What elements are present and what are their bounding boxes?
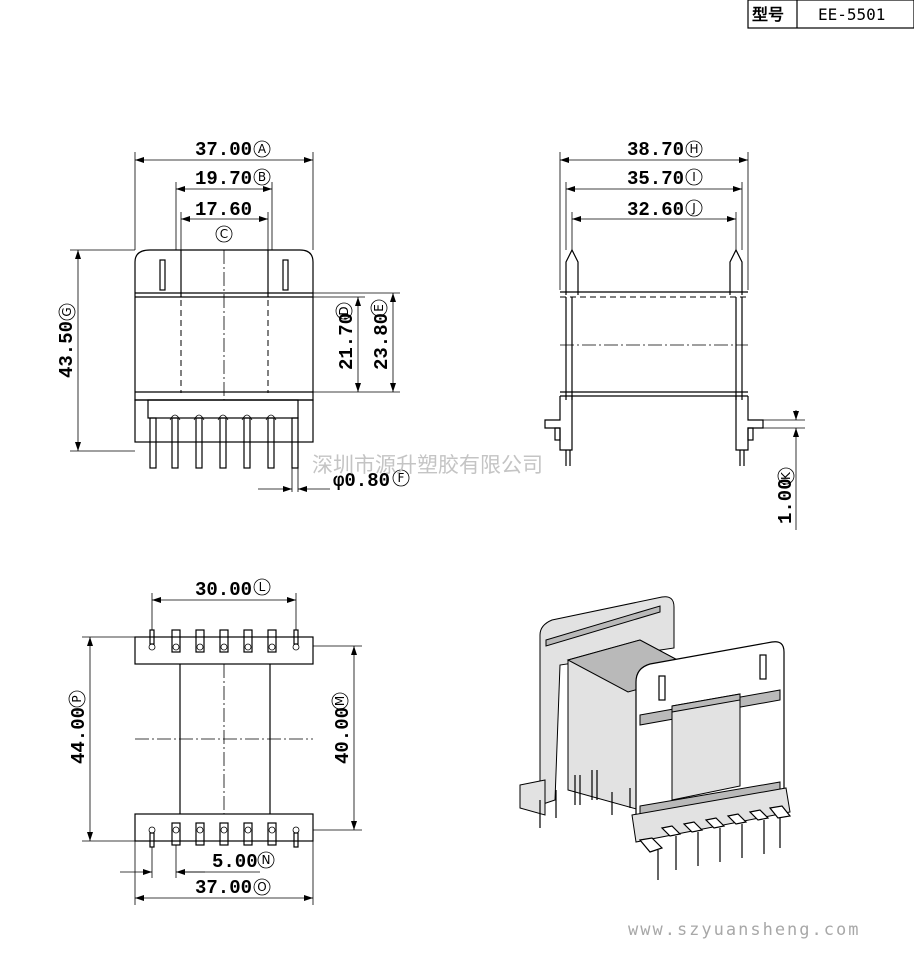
svg-text:N: N xyxy=(262,853,271,867)
dim-O-value: 37.00 xyxy=(195,877,252,899)
svg-text:E: E xyxy=(372,304,386,312)
iso-front-pins xyxy=(638,805,792,880)
svg-text:K: K xyxy=(779,471,793,480)
bottom-pins-bottom xyxy=(148,822,300,848)
dim-M-value: 40.00 xyxy=(332,707,354,764)
dim-B-value: 19.70 xyxy=(195,168,252,190)
iso-rear-pins xyxy=(539,770,631,828)
front-pins xyxy=(149,414,299,469)
svg-text:J: J xyxy=(691,201,696,215)
side-view: 38.70 H 35.70 I 32.60 J 1.00 K xyxy=(544,139,805,530)
dim-N-tag: N xyxy=(257,851,275,869)
model-value: EE-5501 xyxy=(818,5,885,24)
svg-text:L: L xyxy=(259,580,266,594)
svg-text:P: P xyxy=(70,695,84,702)
svg-text:D: D xyxy=(337,306,351,315)
dim-L-value: 30.00 xyxy=(195,579,252,601)
dim-P-value: 44.00 xyxy=(68,707,90,764)
watermark-text: 深圳市源升塑胶有限公司 xyxy=(312,453,543,477)
svg-text:I: I xyxy=(692,170,696,184)
dim-P-tag: P xyxy=(68,690,86,708)
dim-I-value: 35.70 xyxy=(627,168,684,190)
website-url: www.szyuansheng.com xyxy=(628,920,860,940)
dim-A-tag: A xyxy=(253,140,271,158)
dim-E-tag: E xyxy=(370,299,388,317)
dim-D-value: 21.70 xyxy=(336,313,358,370)
svg-text:G: G xyxy=(60,307,74,316)
dim-M-tag: M xyxy=(331,692,349,710)
svg-text:A: A xyxy=(258,142,267,156)
dim-B-tag: B xyxy=(253,168,271,186)
dim-L-tag: L xyxy=(253,578,271,596)
front-view: 37.00 A 19.70 B 17.60 C 43.50 G 21.70 D … xyxy=(56,139,410,492)
dim-F-tag: F xyxy=(392,469,410,487)
svg-text:B: B xyxy=(258,170,266,184)
dim-J-tag: J xyxy=(685,199,703,217)
svg-text:M: M xyxy=(333,696,347,706)
dim-E-value: 23.80 xyxy=(371,313,393,370)
dim-O-tag: O xyxy=(253,878,271,896)
dim-K-tag: K xyxy=(777,467,795,485)
bottom-view: 30.00 L 44.00 P 40.00 M 5.00 N 37.00 O xyxy=(68,578,362,905)
model-label: 型号 xyxy=(752,5,784,24)
dim-F-value: φ0.80 xyxy=(333,470,390,492)
dim-A-value: 37.00 xyxy=(195,139,252,161)
svg-text:H: H xyxy=(689,142,698,156)
dim-D-tag: D xyxy=(335,302,353,320)
dim-N-value: 5.00 xyxy=(212,851,258,873)
bottom-pins-top xyxy=(148,629,300,653)
svg-text:C: C xyxy=(220,227,228,241)
dim-H-tag: H xyxy=(685,140,703,158)
dim-G-tag: G xyxy=(58,303,76,321)
dim-I-tag: I xyxy=(685,168,703,186)
dim-H-value: 38.70 xyxy=(627,139,684,161)
dim-C-value: 17.60 xyxy=(195,199,252,221)
svg-text:F: F xyxy=(398,471,405,485)
dim-C-tag: C xyxy=(215,225,233,243)
svg-text:O: O xyxy=(257,880,266,894)
dim-K-value: 1.00 xyxy=(775,478,797,524)
title-block: 型号 EE-5501 xyxy=(747,0,914,29)
isometric-view xyxy=(519,596,792,880)
dim-J-value: 32.60 xyxy=(627,199,684,221)
dim-G-value: 43.50 xyxy=(56,321,78,378)
